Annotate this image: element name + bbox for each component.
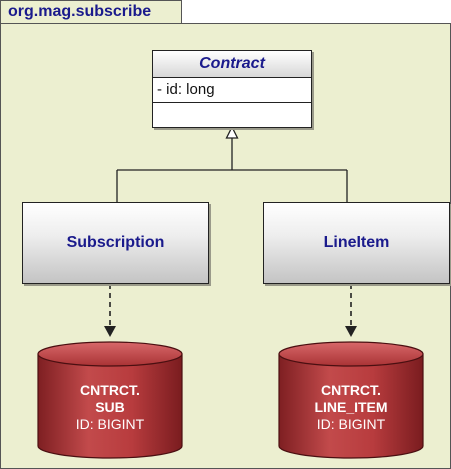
- package-title: org.mag.subscribe: [8, 3, 152, 20]
- class-attribute: - id: long: [153, 78, 311, 103]
- entity-lineitem[interactable]: LineItem: [263, 202, 450, 284]
- mapping-connector-subscription: [104, 284, 116, 337]
- table-name-line1: CNTRCT.: [80, 382, 140, 398]
- table-name-line1: CNTRCT.: [321, 382, 381, 398]
- class-name: Contract: [153, 51, 311, 78]
- table-name-line2: LINE_ITEM: [314, 399, 388, 415]
- table-column: ID: BIGINT: [75, 416, 145, 432]
- class-contract[interactable]: Contract - id: long: [152, 50, 312, 128]
- table-column: ID: BIGINT: [316, 416, 386, 432]
- table-cylinder-sub: [37, 341, 183, 459]
- mapping-connector-lineitem: [345, 284, 357, 337]
- table-label-line-item: CNTRCT. LINE_ITEM ID: BIGINT: [279, 382, 423, 433]
- entity-name: Subscription: [66, 234, 165, 251]
- generalization-arrowhead: [225, 125, 239, 139]
- inheritance-connector: [116, 137, 348, 202]
- table-cylinder-line-item: [278, 341, 424, 459]
- package-tab: org.mag.subscribe: [0, 0, 182, 24]
- table-label-sub: CNTRCT. SUB ID: BIGINT: [38, 382, 182, 433]
- entity-subscription[interactable]: Subscription: [22, 202, 209, 284]
- table-name-line2: SUB: [95, 399, 125, 415]
- entity-name: LineItem: [323, 234, 390, 251]
